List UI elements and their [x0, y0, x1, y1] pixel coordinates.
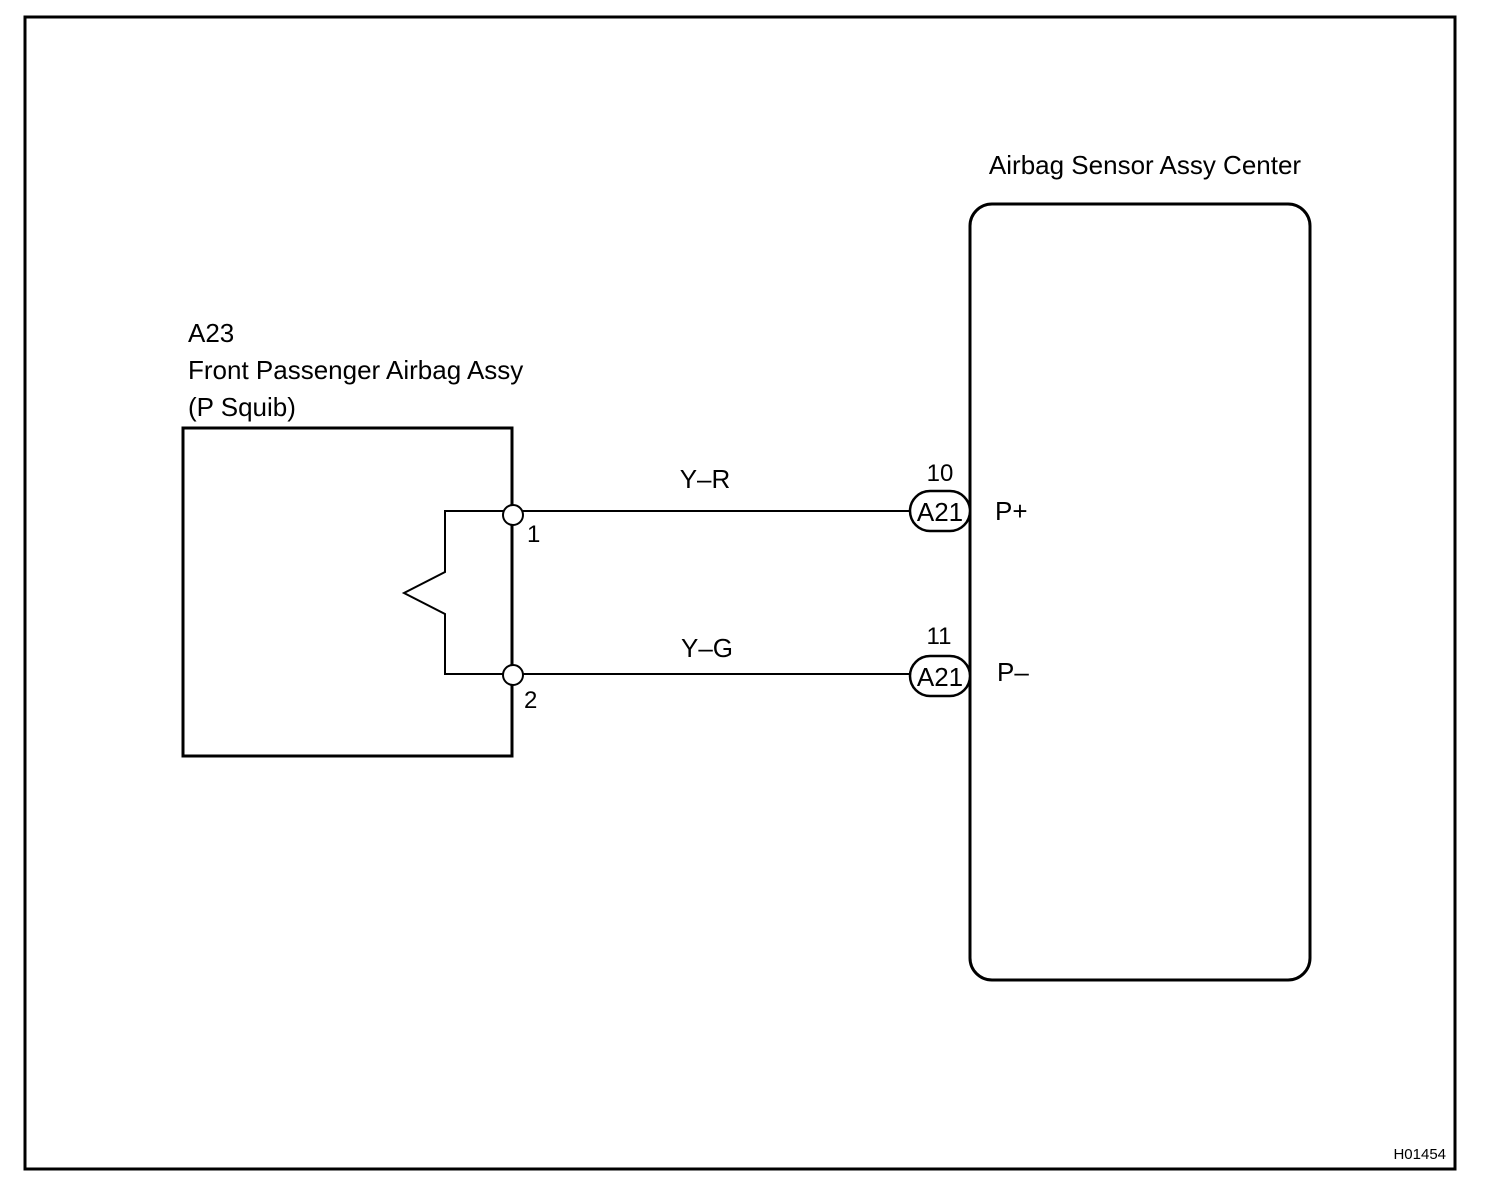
pin-number-10: 10	[927, 460, 954, 487]
wires: Y–R Y–G	[523, 464, 912, 675]
pin-label-2: 2	[524, 687, 537, 714]
diagram-frame	[23, 15, 1457, 1171]
component-name-label: Front Passenger Airbag Assy	[188, 355, 523, 385]
signal-label-p-plus: P+	[995, 496, 1028, 526]
airbag-sensor-assy-center: Airbag Sensor Assy Center 10 A21 P+ 11 A…	[908, 150, 1312, 982]
connector-label-1: A21	[917, 497, 963, 527]
front-passenger-airbag-assy: A23 Front Passenger Airbag Assy (P Squib…	[181, 318, 540, 758]
component-subtitle-label: (P Squib)	[188, 392, 296, 422]
connector-a21-2	[908, 654, 972, 698]
figure-code: H01454	[1393, 1146, 1446, 1163]
component-code-label: A23	[188, 318, 234, 348]
wire-color-label-2: Y–G	[681, 633, 733, 663]
terminal-2	[502, 664, 524, 686]
squib-symbol	[401, 510, 512, 675]
pin-number-11: 11	[927, 623, 952, 650]
sensor-assy-box	[968, 202, 1312, 982]
signal-label-p-minus: P–	[997, 657, 1029, 687]
airbag-assy-box	[181, 426, 514, 758]
terminal-1	[502, 504, 524, 526]
wire-color-label-1: Y–R	[680, 464, 731, 494]
connector-a21-1	[908, 489, 972, 533]
sensor-name-label: Airbag Sensor Assy Center	[989, 150, 1301, 180]
pin-label-1: 1	[527, 521, 540, 548]
connector-label-2: A21	[917, 662, 963, 692]
